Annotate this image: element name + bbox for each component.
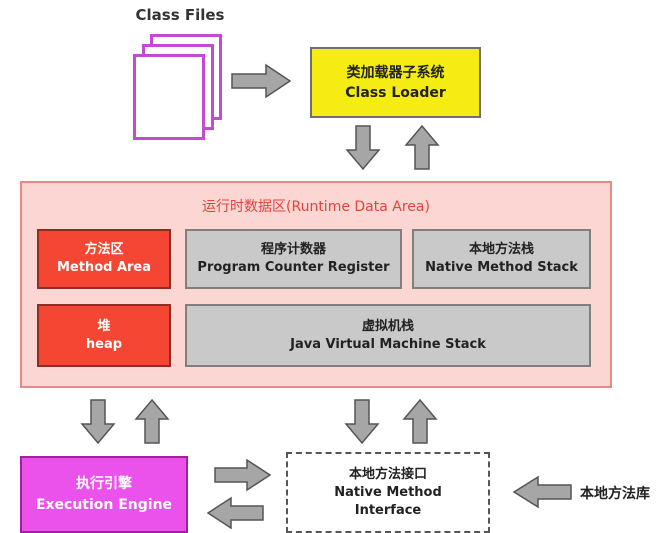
- right-arrow-icon: [231, 63, 292, 99]
- up-arrow-icon: [134, 398, 170, 444]
- class-loader-box: 类加载器子系统 Class Loader: [310, 47, 481, 118]
- native-interface-zh: 本地方法接口: [348, 466, 427, 482]
- up-arrow-icon: [404, 124, 440, 170]
- native-method-interface-box: 本地方法接口 Native Method Interface: [286, 452, 490, 533]
- right-arrow-icon: [214, 458, 272, 492]
- native-method-stack-zh: 本地方法栈: [468, 242, 534, 257]
- program-counter-box: 程序计数器 Program Counter Register: [185, 229, 402, 289]
- execution-engine-en: Execution Engine: [35, 496, 173, 513]
- left-arrow-icon: [206, 496, 264, 530]
- class-loader-en: Class Loader: [345, 84, 446, 101]
- jvm-stack-box: 虚拟机栈 Java Virtual Machine Stack: [185, 304, 591, 367]
- jvm-stack-en: Java Virtual Machine Stack: [290, 336, 486, 352]
- native-interface-en-line1: Native Method: [334, 484, 442, 500]
- native-method-library-label: 本地方法库: [580, 486, 650, 502]
- execution-engine-zh: 执行引擎: [76, 475, 132, 492]
- up-arrow-icon: [402, 398, 438, 444]
- native-method-stack-en: Native Method Stack: [425, 260, 578, 275]
- heap-box: 堆 heap: [37, 304, 171, 367]
- method-area-en: Method Area: [56, 260, 152, 275]
- class-files-label: Class Files: [135, 6, 225, 24]
- program-counter-zh: 程序计数器: [260, 242, 326, 257]
- program-counter-en: Program Counter Register: [197, 260, 390, 275]
- jvm-stack-zh: 虚拟机栈: [361, 318, 414, 334]
- down-arrow-icon: [345, 125, 381, 171]
- down-arrow-icon: [80, 399, 116, 445]
- down-arrow-icon: [344, 399, 380, 445]
- class-file-icon: [133, 54, 205, 140]
- class-loader-zh: 类加载器子系统: [346, 64, 445, 81]
- left-arrow-icon: [512, 475, 572, 509]
- native-interface-en-line2: Interface: [354, 502, 422, 518]
- execution-engine-box: 执行引擎 Execution Engine: [20, 456, 188, 533]
- method-area-zh: 方法区: [84, 242, 124, 257]
- heap-zh: 堆: [97, 318, 111, 334]
- native-method-stack-box: 本地方法栈 Native Method Stack: [412, 229, 591, 289]
- runtime-data-area-title: 运行时数据区(Runtime Data Area): [202, 199, 430, 215]
- method-area-box: 方法区 Method Area: [37, 229, 171, 289]
- heap-en: heap: [85, 336, 123, 352]
